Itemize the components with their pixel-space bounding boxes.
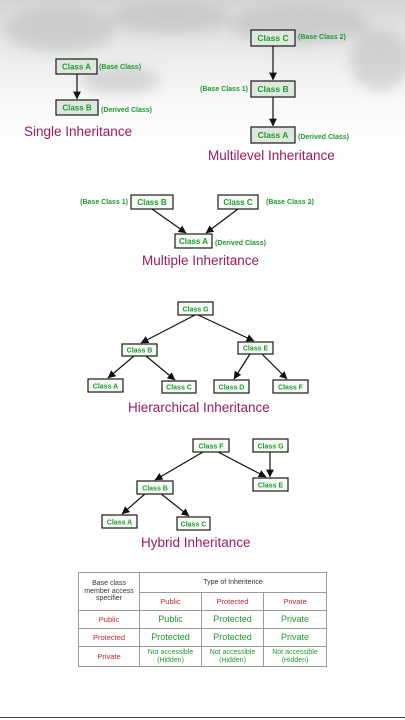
hier-class-a-label: Class A xyxy=(93,384,118,391)
multiple-inheritance-diagram: Class B (Base Class 1) Class C (Base Cla… xyxy=(80,194,314,268)
table-cell: Not accessible (Hidden) xyxy=(139,646,202,667)
hybrid-inheritance-diagram: Class F Class G Class B Class E Class A … xyxy=(101,438,289,550)
table-corner-header: Base class member access specifier xyxy=(78,572,140,611)
hybrid-class-f-box: Class F xyxy=(192,438,230,453)
table-group-header: Type of Inheritence xyxy=(139,572,327,593)
multiple-class-a-label: Class A xyxy=(179,237,208,246)
single-class-a-box: Class A xyxy=(55,58,98,75)
multilevel-inheritance-diagram: Class C (Base Class 2) Class B (Base Cla… xyxy=(200,29,349,163)
table-cell: Private xyxy=(263,610,327,629)
edge-hier-e-d xyxy=(233,353,251,380)
table-row-header-public: Public xyxy=(78,610,140,629)
background-wash xyxy=(0,0,405,170)
hybrid-class-f-label: Class F xyxy=(199,444,225,451)
hier-class-b-box: Class B xyxy=(121,343,158,357)
multilevel-class-b-note: (Base Class 1) xyxy=(200,86,248,93)
table-cell: Protected xyxy=(201,628,264,647)
edge-hybrid-b-c xyxy=(159,492,190,517)
hier-class-c-box: Class C xyxy=(161,380,197,394)
edge-hybrid-f-e xyxy=(217,451,267,478)
edge-hier-g-b xyxy=(140,314,196,344)
hier-class-g-box: Class G xyxy=(177,301,214,316)
edge-hier-b-a xyxy=(107,355,135,379)
hybrid-class-a-box: Class A xyxy=(101,514,138,529)
hier-class-d-box: Class D xyxy=(213,379,250,394)
multilevel-class-c-label: Class C xyxy=(257,33,288,43)
single-inheritance-title: Single Inheritance xyxy=(24,124,132,139)
multilevel-inheritance-title: Multilevel Inheritance xyxy=(208,148,335,163)
multiple-class-b-box: Class B xyxy=(130,194,174,210)
edge-hier-g-e xyxy=(197,314,255,342)
multiple-class-c-note: (Base Class 2) xyxy=(266,199,314,206)
hybrid-class-b-box: Class B xyxy=(136,480,174,495)
inheritance-diagrams: Class A (Base Class) Class B (Derived Cl… xyxy=(24,29,349,550)
multiple-class-c-box: Class C xyxy=(217,194,259,210)
hybrid-class-a-label: Class A xyxy=(107,520,132,527)
hybrid-class-g-label: Class G xyxy=(257,444,284,451)
multilevel-class-a-label: Class A xyxy=(258,130,289,140)
hier-class-f-box: Class F xyxy=(272,379,309,394)
hier-class-e-box: Class E xyxy=(237,341,274,355)
table-cell: Protected xyxy=(139,628,202,647)
edge-hier-b-c xyxy=(145,355,176,381)
multiple-class-c-label: Class C xyxy=(223,198,253,207)
multilevel-class-a-box: Class A xyxy=(250,126,296,144)
hier-class-g-label: Class G xyxy=(182,307,209,314)
hier-class-a-box: Class A xyxy=(87,378,124,393)
table-cell: Public xyxy=(139,610,202,629)
multilevel-class-b-box: Class B xyxy=(250,80,296,98)
edge-hybrid-f-b xyxy=(154,451,204,481)
edge-multiple-b-a xyxy=(151,208,187,234)
hier-class-d-label: Class D xyxy=(219,385,245,392)
hybrid-class-e-box: Class E xyxy=(252,477,289,492)
hybrid-class-c-box: Class C xyxy=(176,516,211,531)
hybrid-class-e-label: Class E xyxy=(258,483,284,490)
multiple-class-a-note: (Derived Class) xyxy=(215,240,266,247)
table-row-header-private: Private xyxy=(78,646,140,667)
hier-class-f-label: Class F xyxy=(278,385,304,392)
multiple-class-a-box: Class A xyxy=(174,233,213,249)
table-row-header-protected: Protected xyxy=(78,628,140,647)
hierarchical-inheritance-diagram: Class G Class B Class E Class A Class C … xyxy=(87,301,309,415)
table-cell: Private xyxy=(263,628,327,647)
hier-class-c-label: Class C xyxy=(166,385,192,392)
hybrid-inheritance-title: Hybrid Inheritance xyxy=(141,535,251,550)
table-row: Private Not accessible (Hidden) Not acce… xyxy=(78,646,327,667)
single-class-b-note: (Derived Class) xyxy=(101,107,152,114)
edge-hybrid-b-a xyxy=(121,492,147,515)
table-cell: Protected xyxy=(201,610,264,629)
multiple-class-b-label: Class B xyxy=(137,198,167,207)
hierarchical-inheritance-title: Hierarchical Inheritance xyxy=(128,400,270,415)
edge-multiple-c-a xyxy=(205,208,239,234)
hybrid-class-g-box: Class G xyxy=(252,438,289,453)
hier-class-b-label: Class B xyxy=(127,348,153,355)
single-class-b-label: Class B xyxy=(62,104,92,113)
multilevel-class-b-label: Class B xyxy=(257,84,288,94)
single-class-b-box: Class B xyxy=(55,99,99,116)
table-row: Public Public Protected Private xyxy=(78,610,327,629)
table-col-header-private: Private xyxy=(263,592,327,611)
bottom-divider xyxy=(0,717,405,718)
table-cell: Not accessible (Hidden) xyxy=(201,646,264,667)
table-cell: Not accessible (Hidden) xyxy=(263,646,327,667)
hybrid-class-b-label: Class B xyxy=(142,486,168,493)
multilevel-class-c-note: (Base Class 2) xyxy=(298,34,346,41)
multilevel-class-a-note: (Derived Class) xyxy=(298,134,349,141)
multiple-class-b-note: (Base Class 1) xyxy=(80,199,128,206)
single-inheritance-diagram: Class A (Base Class) Class B (Derived Cl… xyxy=(24,58,152,139)
hybrid-class-c-label: Class C xyxy=(181,522,207,529)
access-specifier-table: Base class member access specifier Type … xyxy=(78,572,327,667)
table-col-header-public: Public xyxy=(139,592,202,611)
hier-class-e-label: Class E xyxy=(243,346,269,353)
multilevel-class-c-box: Class C xyxy=(250,29,296,47)
single-class-a-note: (Base Class) xyxy=(99,64,141,71)
edge-hier-e-f xyxy=(261,353,288,380)
single-class-a-label: Class A xyxy=(62,63,91,72)
multiple-inheritance-title: Multiple Inheritance xyxy=(142,253,259,268)
table-col-header-protected: Protected xyxy=(201,592,264,611)
table-row: Protected Protected Protected Private xyxy=(78,628,327,647)
